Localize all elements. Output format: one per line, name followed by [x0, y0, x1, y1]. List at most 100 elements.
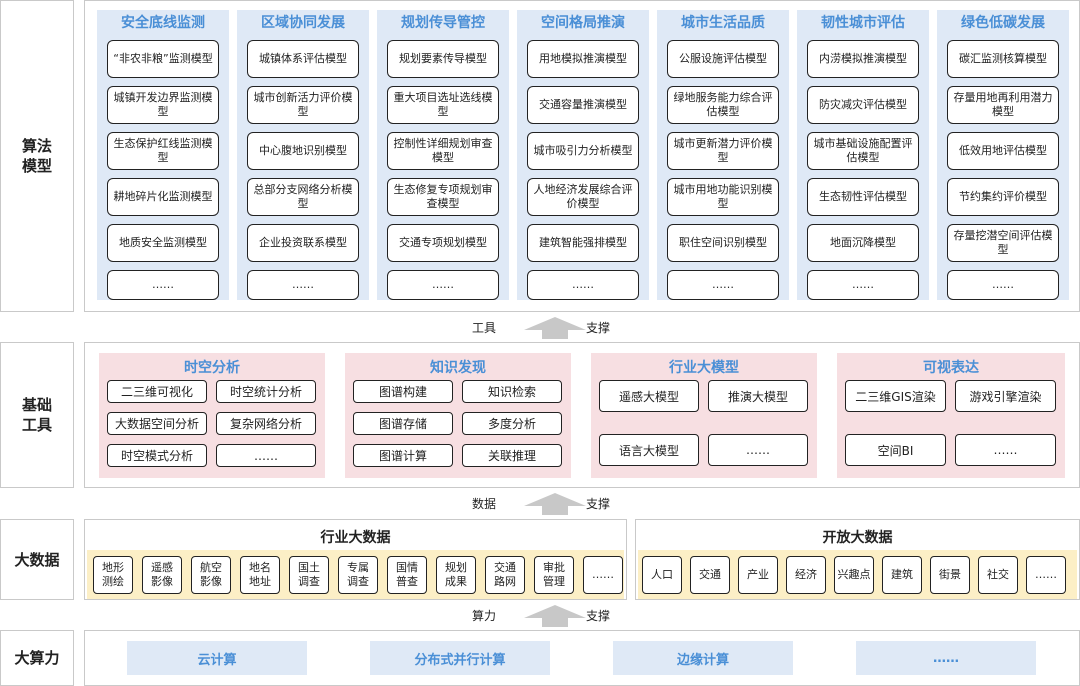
support-arrow-data: 数据 支撑: [460, 491, 650, 515]
algorithm-model-item: ……: [387, 270, 499, 300]
industry-data-strip: 地形 测绘 遥感 影像 航空 影像 地名 地址 国土 调查 专属 调查 国情 普…: [87, 550, 624, 599]
algorithm-column: 韧性城市评估内涝模拟推演模型防灾减灾评估模型城市基础设施配置评估模型生态韧性评估…: [797, 10, 929, 300]
algorithm-model-item: 存量挖潜空间评估模型: [947, 224, 1059, 262]
tool-item: 知识检索: [462, 380, 562, 403]
algorithm-model-item: 城市用地功能识别模型: [667, 178, 779, 216]
algorithm-model-item: ……: [667, 270, 779, 300]
algorithm-model-item: 职住空间识别模型: [667, 224, 779, 262]
algorithm-model-item: 控制性详细规划审查模型: [387, 132, 499, 170]
layer-label-tools: 基础 工具: [0, 342, 74, 488]
tool-item: 图谱计算: [353, 444, 453, 467]
algorithm-model-item: 存量用地再利用潜力模型: [947, 86, 1059, 124]
algorithm-model-item: 内涝模拟推演模型: [807, 40, 919, 78]
data-item: 专属 调查: [338, 556, 378, 594]
support-right-label: 支撑: [585, 609, 610, 623]
algorithm-model-item: 碳汇监测核算模型: [947, 40, 1059, 78]
tool-group-spatiotemporal: 时空分析 二三维可视化 时空统计分析 大数据空间分析 复杂网络分析 时空模式分析…: [99, 353, 325, 478]
tool-group-knowledge: 知识发现 图谱构建 知识检索 图谱存储 多度分析 图谱计算 关联推理: [345, 353, 571, 478]
tool-group-title: 知识发现: [430, 360, 486, 376]
open-data-title: 开放大数据: [822, 530, 893, 546]
tool-item: ……: [955, 434, 1056, 466]
compute-item-distributed: 分布式并行计算: [370, 641, 550, 675]
bigdata-panel: 行业大数据 地形 测绘 遥感 影像 航空 影像 地名 地址 国土 调查 专属 调…: [84, 519, 1080, 600]
algorithm-model-item: 城市创新活力评价模型: [247, 86, 359, 124]
algorithm-model-item: 企业投资联系模型: [247, 224, 359, 262]
data-item: 兴趣点: [834, 556, 874, 594]
support-left-label: 数据: [472, 497, 497, 511]
tool-group-title: 时空分析: [184, 360, 240, 376]
tool-item: 大数据空间分析: [107, 412, 207, 435]
algorithm-column: 区域协同发展城镇体系评估模型城市创新活力评价模型中心腹地识别模型总部分支网络分析…: [237, 10, 369, 300]
algorithm-model-item: 中心腹地识别模型: [247, 132, 359, 170]
algorithm-model-item: ……: [107, 270, 219, 300]
tool-item: 二三维GIS渲染: [845, 380, 946, 412]
algorithm-column: 安全底线监测“非农非粮”监测模型城镇开发边界监测模型生态保护红线监测模型耕地碎片…: [97, 10, 229, 300]
open-data-strip: 人口 交通 产业 经济 兴趣点 建筑 街景 社交 ……: [638, 550, 1077, 599]
industry-data-title: 行业大数据: [320, 530, 391, 546]
up-arrow-icon: [524, 493, 586, 515]
support-right-label: 支撑: [585, 497, 610, 511]
tool-item: 语言大模型: [599, 434, 699, 466]
tool-group-title: 可视表达: [923, 360, 979, 376]
data-item: ……: [1026, 556, 1066, 594]
tool-item: 时空统计分析: [216, 380, 316, 403]
algorithm-column: 城市生活品质公服设施评估模型绿地服务能力综合评估模型城市更新潜力评价模型城市用地…: [657, 10, 789, 300]
algorithm-column-title: 区域协同发展: [261, 15, 345, 31]
support-left-label: 工具: [472, 321, 497, 335]
up-arrow-icon: [524, 605, 586, 627]
algorithm-column-title: 规划传导管控: [401, 15, 485, 31]
algorithm-model-item: 规划要素传导模型: [387, 40, 499, 78]
support-right-label: 支撑: [585, 321, 610, 335]
algorithm-model-item: 交通专项规划模型: [387, 224, 499, 262]
algorithm-model-item: 生态韧性评估模型: [807, 178, 919, 216]
data-item: 经济: [786, 556, 826, 594]
algorithm-model-item: 人地经济发展综合评价模型: [527, 178, 639, 216]
algorithm-model-item: 建筑智能强排模型: [527, 224, 639, 262]
tool-item: ……: [216, 444, 316, 467]
tools-panel: 时空分析 二三维可视化 时空统计分析 大数据空间分析 复杂网络分析 时空模式分析…: [84, 342, 1080, 488]
data-item: 国土 调查: [289, 556, 329, 594]
algorithm-model-item: 城市基础设施配置评估模型: [807, 132, 919, 170]
data-item: 遥感 影像: [142, 556, 182, 594]
algorithm-model-item: 低效用地评估模型: [947, 132, 1059, 170]
algorithm-column-title: 绿色低碳发展: [961, 15, 1045, 31]
up-arrow-icon: [524, 317, 586, 339]
data-item: 审批 管理: [534, 556, 574, 594]
tool-item: 二三维可视化: [107, 380, 207, 403]
tool-item: 游戏引擎渲染: [955, 380, 1056, 412]
algorithm-model-item: 总部分支网络分析模型: [247, 178, 359, 216]
tool-item: 图谱构建: [353, 380, 453, 403]
data-item: ……: [583, 556, 623, 594]
algorithm-column: 规划传导管控规划要素传导模型重大项目选址选线模型控制性详细规划审查模型生态修复专…: [377, 10, 509, 300]
algorithm-model-item: 生态保护红线监测模型: [107, 132, 219, 170]
tool-item: 遥感大模型: [599, 380, 699, 412]
data-item: 航空 影像: [191, 556, 231, 594]
data-item: 地名 地址: [240, 556, 280, 594]
tool-item: 空间BI: [845, 434, 946, 466]
algorithm-model-item: ……: [947, 270, 1059, 300]
support-arrow-compute: 算力 支撑: [460, 603, 650, 627]
algorithm-model-item: 城镇开发边界监测模型: [107, 86, 219, 124]
algorithm-model-item: 生态修复专项规划审查模型: [387, 178, 499, 216]
compute-item-cloud: 云计算: [127, 641, 307, 675]
tool-item: 图谱存储: [353, 412, 453, 435]
algorithm-model-item: 城市更新潜力评价模型: [667, 132, 779, 170]
algorithm-model-item: 绿地服务能力综合评估模型: [667, 86, 779, 124]
compute-panel: 云计算 分布式并行计算 边缘计算 ……: [84, 630, 1080, 686]
data-item: 社交: [978, 556, 1018, 594]
data-item: 人口: [642, 556, 682, 594]
data-item: 街景: [930, 556, 970, 594]
open-data-group: 开放大数据 人口 交通 产业 经济 兴趣点 建筑 街景 社交 ……: [635, 519, 1080, 600]
tool-item: 关联推理: [462, 444, 562, 467]
algorithm-column: 空间格局推演用地模拟推演模型交通容量推演模型城市吸引力分析模型人地经济发展综合评…: [517, 10, 649, 300]
algorithm-column-title: 空间格局推演: [541, 15, 625, 31]
data-item: 产业: [738, 556, 778, 594]
algorithm-model-item: ……: [807, 270, 919, 300]
algorithm-column-title: 安全底线监测: [121, 15, 205, 31]
tool-group-title: 行业大模型: [669, 360, 739, 376]
algorithm-model-item: 防灾减灾评估模型: [807, 86, 919, 124]
algorithm-model-item: 城市吸引力分析模型: [527, 132, 639, 170]
data-item: 建筑: [882, 556, 922, 594]
tool-group-visual: 可视表达 二三维GIS渲染 游戏引擎渲染 空间BI ……: [837, 353, 1065, 478]
algorithm-model-item: 地质安全监测模型: [107, 224, 219, 262]
